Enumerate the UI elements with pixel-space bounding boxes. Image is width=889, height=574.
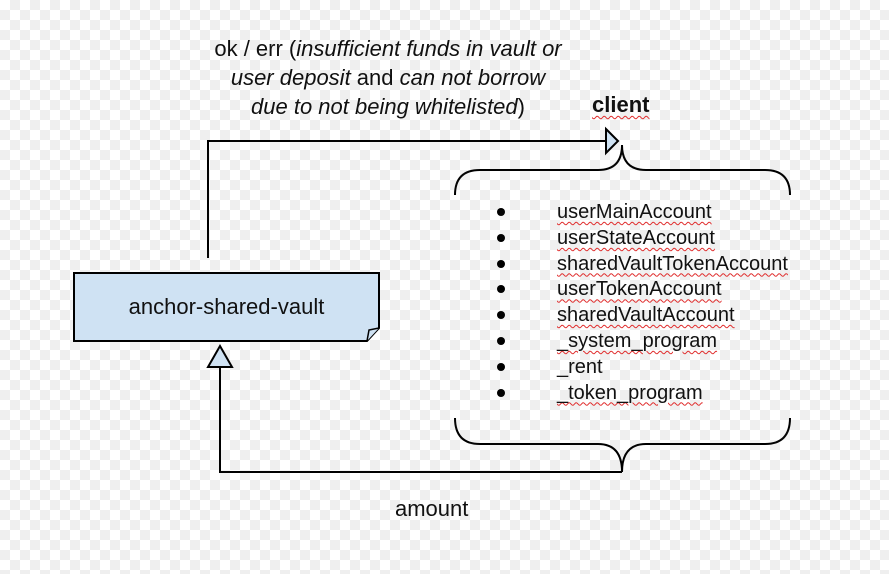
program-node-fold (366, 327, 380, 342)
account-name: _token_program (557, 381, 703, 404)
account-name: _system_program (557, 329, 718, 352)
response-label-whitelisted: due to not being whitelisted (251, 94, 518, 119)
bullet-icon (497, 311, 505, 320)
amount-label: amount (395, 496, 469, 521)
bottom-curly-brace (454, 417, 791, 473)
response-arrowhead (605, 126, 620, 156)
bullet-icon (497, 233, 505, 242)
account-name: userStateAccount (557, 226, 715, 249)
response-label-insufficient-funds: insufficient funds in vault or (296, 36, 562, 61)
program-node-label: anchor-shared-vault (128, 294, 325, 319)
response-label-and: and (350, 65, 400, 90)
bullet-icon (497, 208, 505, 216)
account-name: _rent (557, 355, 603, 378)
bullet-icon (497, 285, 505, 294)
client-label: client (592, 92, 650, 117)
account-name: userTokenAccount (557, 278, 722, 301)
response-label-prefix: ok / err ( (214, 36, 297, 61)
account-name: userMainAccount (557, 201, 712, 223)
bullet-icon (497, 259, 505, 268)
bullet-icon (497, 362, 505, 371)
top-curly-brace (454, 144, 791, 196)
response-label-cannot-borrow: can not borrow (399, 65, 546, 90)
bullet-icon (497, 336, 505, 345)
response-label-suffix: ) (517, 94, 525, 119)
request-arrow-line (219, 367, 622, 473)
response-label: ok / err (insufficient funds in vault or… (188, 34, 588, 121)
response-arrow-line (207, 140, 606, 258)
account-name: sharedVaultAccount (557, 304, 735, 327)
response-label-user-deposit: user deposit (230, 65, 351, 90)
request-arrowhead (206, 343, 234, 368)
bullet-icon (497, 388, 505, 397)
account-name: sharedVaultTokenAccount (557, 252, 788, 275)
